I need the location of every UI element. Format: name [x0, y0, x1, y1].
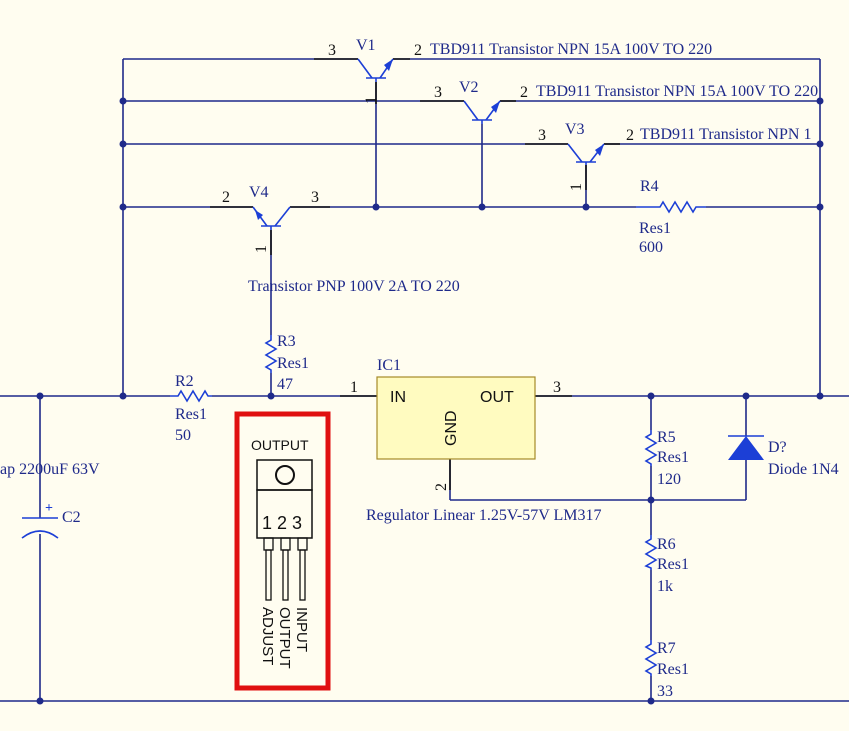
mounting-hole-icon	[275, 465, 295, 485]
resistor-r4[interactable]: R4 Res1 600	[636, 178, 706, 256]
r3-value: 47	[277, 376, 293, 393]
r2-value: 50	[175, 427, 191, 444]
v4-pin-2: 2	[222, 189, 230, 206]
inset-title: OUTPUT	[251, 437, 309, 453]
c2-description: ap 2200uF 63V	[0, 461, 100, 478]
ic1-pin-1: 1	[350, 379, 358, 396]
ic1-in-label: IN	[390, 389, 406, 406]
resistor-r6[interactable]: R6 Res1 1k	[644, 535, 689, 595]
v2-pin-2: 2	[520, 84, 528, 101]
capacitor-c2[interactable]: + C2 ap 2200uF 63V	[0, 461, 100, 539]
r4-value: 600	[639, 239, 663, 256]
r2-type: Res1	[175, 406, 207, 423]
package-inset: OUTPUT 1 2 3 INPUT OUTPUT ADJUST	[234, 411, 331, 691]
regulator-ic1[interactable]: IC1 1 3 2 IN OUT GND Regulator Linear 1.…	[340, 357, 602, 524]
resistor-r2[interactable]: R2 Res1 50	[170, 373, 212, 444]
v3-designator: V3	[565, 121, 585, 138]
diode-d[interactable]: D? Diode 1N4	[728, 435, 839, 478]
v2-description: TBD911 Transistor NPN 15A 100V TO 220	[536, 83, 818, 100]
ic1-pin-2: 2	[433, 483, 450, 491]
wires	[0, 58, 849, 702]
resistor-r7[interactable]: R7 Res1 33	[644, 640, 689, 700]
inset-pin-numbers: 1 2 3	[262, 513, 302, 533]
r2-designator: R2	[175, 373, 194, 390]
highlight-box	[234, 411, 331, 691]
ic1-pin-3: 3	[553, 379, 561, 396]
c2-polarity: +	[45, 501, 53, 516]
v4-designator: V4	[249, 184, 269, 201]
r7-value: 33	[657, 683, 673, 700]
r6-type: Res1	[657, 556, 689, 573]
r7-type: Res1	[657, 661, 689, 678]
d-description: Diode 1N4	[768, 461, 839, 478]
resistor-r5[interactable]: R5 Res1 120	[644, 429, 689, 488]
r3-designator: R3	[277, 333, 296, 350]
v4-pin-3: 3	[311, 189, 319, 206]
v3-pin-1: 1	[568, 183, 585, 191]
r3-type: Res1	[277, 355, 309, 372]
v2-designator: V2	[459, 79, 479, 96]
transistor-v1[interactable]: V1 3 2 1 TBD911 Transistor NPN 15A 100V …	[314, 37, 712, 104]
v3-description: TBD911 Transistor NPN 1	[640, 126, 811, 143]
v1-pin-2: 2	[414, 42, 422, 59]
v1-pin-3: 3	[328, 42, 336, 59]
inset-pin-label-input: INPUT	[293, 607, 310, 652]
v4-description: Transistor PNP 100V 2A TO 220	[248, 278, 460, 295]
r6-designator: R6	[657, 536, 676, 553]
transistor-v2[interactable]: V2 3 2 TBD911 Transistor NPN 15A 100V TO…	[420, 79, 818, 124]
d-designator: D?	[768, 439, 787, 456]
v1-description: TBD911 Transistor NPN 15A 100V TO 220	[430, 41, 712, 58]
inset-pin-label-output: OUTPUT	[276, 607, 293, 669]
c2-designator: C2	[62, 509, 81, 526]
v4-pin-1: 1	[253, 245, 270, 253]
r6-value: 1k	[657, 578, 673, 595]
r5-value: 120	[657, 471, 681, 488]
inset-pin-label-adjust: ADJUST	[259, 607, 276, 665]
junction-dots	[36, 97, 824, 705]
v2-pin-3: 3	[434, 84, 442, 101]
v1-pin-1: 1	[363, 96, 380, 104]
transistor-v4[interactable]: V4 2 3 1 Transistor PNP 100V 2A TO 220	[210, 184, 460, 295]
transistor-v3[interactable]: V3 3 2 1 TBD911 Transistor NPN 1	[525, 121, 811, 191]
v3-pin-2: 2	[626, 127, 634, 144]
resistor-r3[interactable]: R3 Res1 47	[264, 333, 309, 393]
r5-type: Res1	[657, 449, 689, 466]
ic1-gnd-label: GND	[443, 410, 460, 446]
ic1-out-label: OUT	[480, 389, 514, 406]
r7-designator: R7	[657, 640, 676, 657]
r5-designator: R5	[657, 429, 676, 446]
ic1-description: Regulator Linear 1.25V-57V LM317	[366, 507, 602, 524]
ic1-designator: IC1	[377, 357, 401, 374]
v3-pin-3: 3	[538, 127, 546, 144]
v1-designator: V1	[356, 37, 376, 54]
r4-type: Res1	[639, 220, 671, 237]
r4-designator: R4	[640, 178, 659, 195]
